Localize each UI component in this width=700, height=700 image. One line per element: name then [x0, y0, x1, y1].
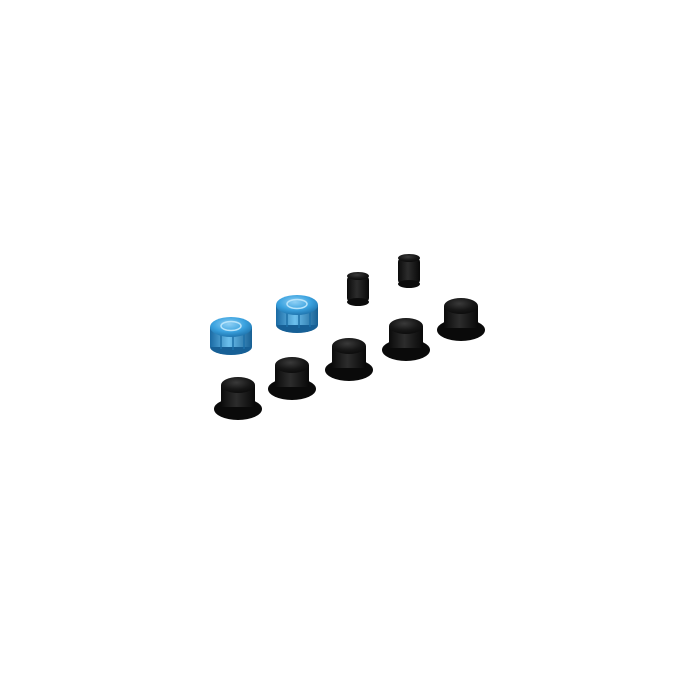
flange-nut-1 — [437, 298, 485, 341]
flange-nut-4 — [268, 357, 316, 400]
set-screw-1 — [347, 272, 369, 306]
flange-nut-5 — [214, 377, 262, 420]
set-screw-2 — [398, 254, 420, 288]
blue-cap-nut-2 — [276, 295, 318, 333]
flange-nut-3 — [325, 338, 373, 381]
flange-nut-2 — [382, 318, 430, 361]
blue-cap-nut-1 — [210, 317, 252, 355]
